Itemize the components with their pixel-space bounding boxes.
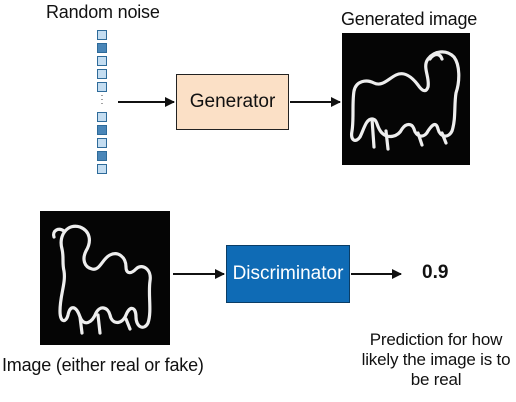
noise-cell [97,164,107,174]
input-image [40,211,170,345]
discriminator-box: Discriminator [226,245,350,303]
noise-cell [97,112,107,122]
noise-cell [97,151,107,161]
prediction-label: Prediction for how likely the image is t… [361,330,511,389]
noise-cell [97,138,107,148]
generated-image [342,33,470,165]
noise-cell [97,30,107,40]
input-camel-drawing [52,224,152,335]
generator-box: Generator [176,74,289,130]
noise-cell [97,125,107,135]
noise-cell [97,82,107,92]
noise-ellipsis: ··· [100,90,104,108]
generator-label: Generator [189,91,276,112]
noise-cell [97,56,107,66]
discriminator-label: Discriminator [232,263,344,284]
generated-camel-drawing [350,50,461,151]
generated-image-label: Generated image [341,9,478,29]
input-image-label: Image (either real or fake) [2,355,204,375]
prediction-score: 0.9 [422,262,449,283]
noise-cell [97,69,107,79]
random-noise-label: Random noise [46,2,160,22]
noise-cell [97,43,107,53]
